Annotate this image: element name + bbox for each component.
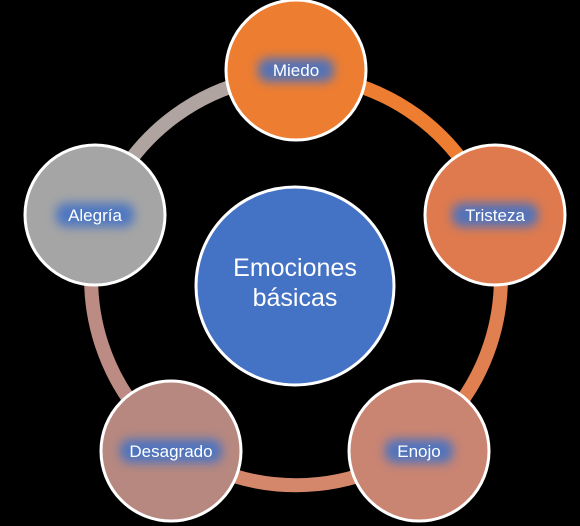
node-miedo: Miedo	[224, 0, 368, 142]
label-glow-alegria	[56, 203, 134, 227]
label-glow-enojo	[385, 439, 453, 463]
center-circle	[194, 185, 396, 387]
center-node: Emociones básicas	[194, 185, 396, 387]
label-glow-miedo	[258, 58, 334, 82]
node-enojo: Enojo	[347, 379, 491, 523]
center-label-line2: básicas	[253, 284, 338, 312]
node-tristeza: Tristeza	[423, 143, 567, 287]
node-label-enojo: Enojo	[397, 442, 440, 461]
label-glow-tristeza	[452, 203, 538, 227]
node-label-alegria: Alegría	[68, 206, 122, 225]
node-alegria: Alegría	[23, 143, 167, 287]
node-label-desagrado: Desagrado	[129, 442, 212, 461]
node-desagrado: Desagrado	[99, 379, 243, 523]
label-glow-desagrado	[120, 439, 222, 463]
node-label-tristeza: Tristeza	[465, 206, 525, 225]
node-label-miedo: Miedo	[273, 61, 319, 80]
center-label-line1: Emociones	[233, 254, 357, 282]
